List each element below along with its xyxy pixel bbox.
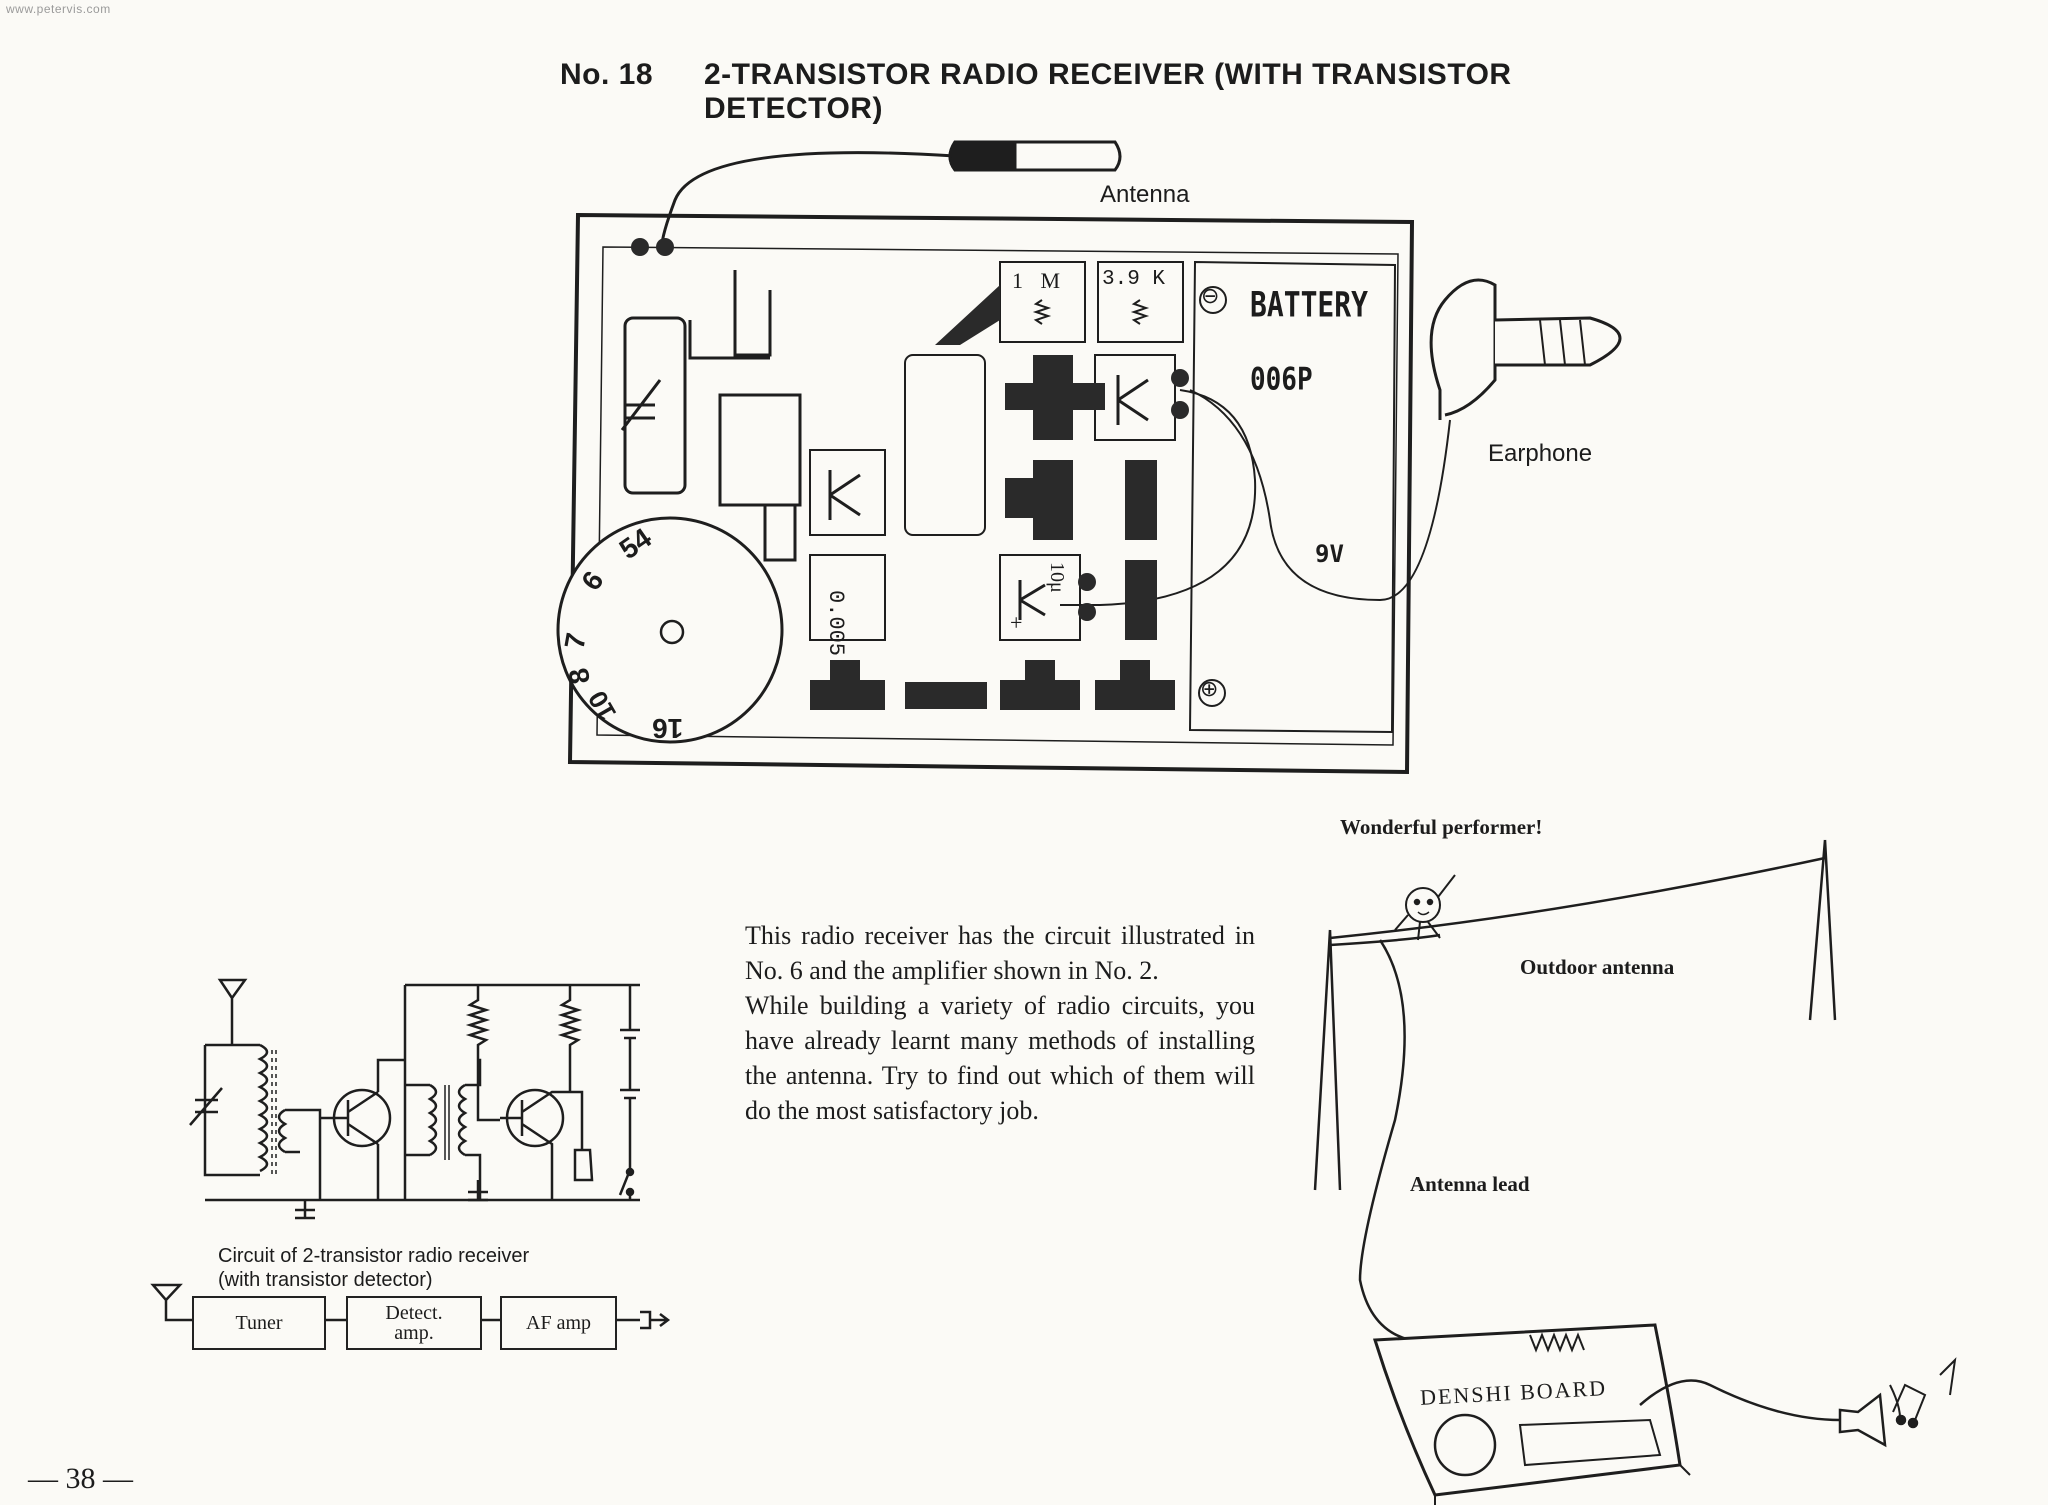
- battery-outline: [1188, 260, 1397, 734]
- earphone-cord: [1189, 389, 1451, 602]
- schematic-caption-line2: (with transistor detector): [218, 1269, 433, 1291]
- battery-type: 006P: [1250, 362, 1313, 398]
- experiment-title-line2: DETECTOR): [704, 92, 883, 125]
- page-number: — 38 —: [28, 1462, 133, 1495]
- battery-voltage: 9V: [1315, 540, 1344, 568]
- watermark: www.petervis.com: [6, 2, 111, 16]
- battery-label: BATTERY: [1250, 283, 1369, 326]
- antenna-wire: [660, 151, 956, 251]
- description-text: This radio receiver has the circuit illu…: [745, 918, 1255, 1128]
- description-paragraph-1: This radio receiver has the circuit illu…: [745, 921, 1255, 985]
- earphone-label: Earphone: [1488, 440, 1593, 467]
- block-af-amp: AF amp: [500, 1296, 617, 1350]
- tuning-dial: [556, 516, 784, 744]
- block-tuner: Tuner: [192, 1296, 326, 1350]
- experiment-number: No. 18: [560, 58, 654, 91]
- capacitor-plus-mark: +: [1010, 610, 1023, 635]
- battery-plus-icon: ⊕: [1200, 676, 1219, 701]
- resistor-1m-label: 1 M: [1012, 268, 1067, 293]
- antenna-label: Antenna: [1100, 181, 1190, 208]
- denshi-board-drawing: [1372, 1323, 1682, 1497]
- schematic-caption-line1: Circuit of 2-transistor radio receiver: [218, 1245, 530, 1267]
- experiment-title-line1: 2-TRANSISTOR RADIO RECEIVER (WITH TRANSI…: [704, 58, 1512, 91]
- battery-minus-icon: ⊖: [1201, 283, 1220, 308]
- performer-label: Wonderful performer!: [1340, 815, 1543, 839]
- block-detect-amp: Detect. amp.: [346, 1296, 482, 1350]
- schematic-caption: Circuit of 2-transistor radio receiver (…: [218, 1244, 529, 1292]
- resistor-3.9k-label: 3.9 K: [1102, 268, 1166, 291]
- antenna-lead-label: Antenna lead: [1410, 1172, 1530, 1196]
- outdoor-antenna-label: Outdoor antenna: [1520, 955, 1675, 979]
- earphone: [1429, 278, 1497, 420]
- description-paragraph-2: While building a variety of radio circui…: [745, 991, 1255, 1125]
